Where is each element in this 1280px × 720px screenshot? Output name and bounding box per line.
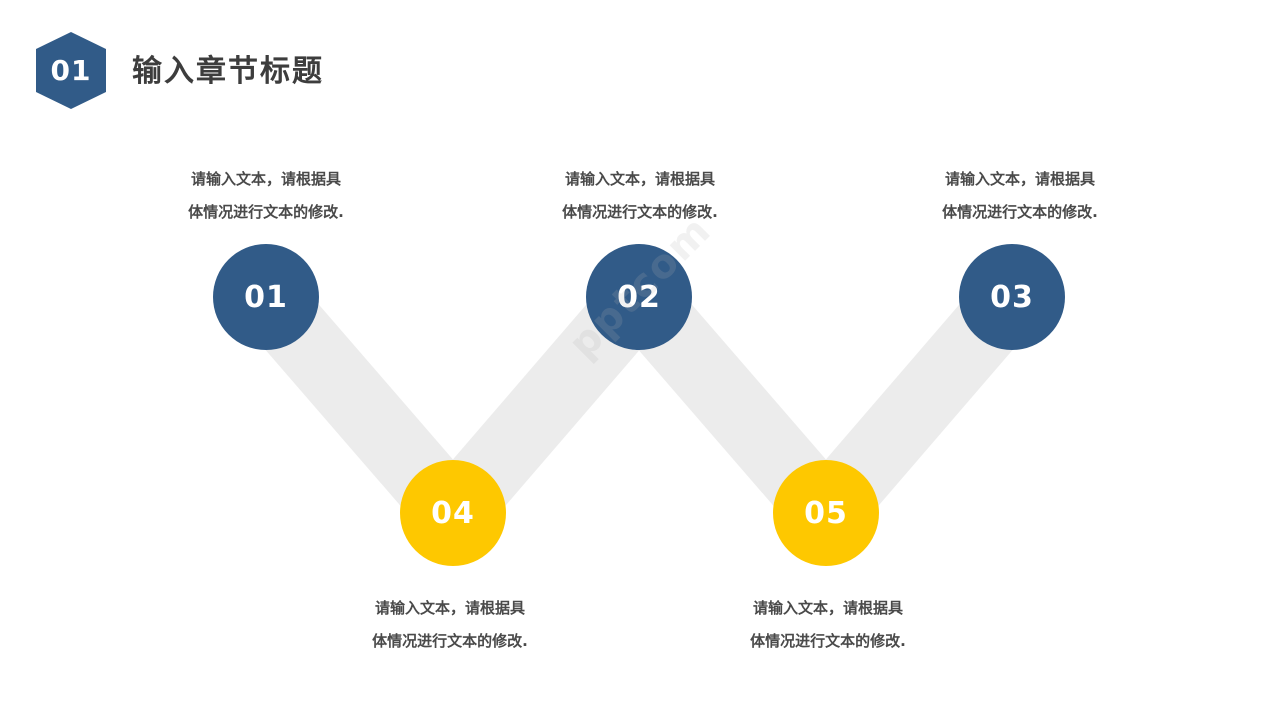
- step-description-05: 请输入文本，请根据具 体情况进行文本的修改.: [708, 592, 948, 658]
- step-circle-01: 01: [213, 244, 319, 350]
- step-description-02: 请输入文本，请根据具 体情况进行文本的修改.: [520, 163, 760, 229]
- step-description-04: 请输入文本，请根据具 体情况进行文本的修改.: [330, 592, 570, 658]
- description-line: 请输入文本，请根据具: [190, 170, 341, 188]
- step-number: 01: [244, 279, 288, 315]
- step-circle-03: 03: [959, 244, 1065, 350]
- section-title: 输入章节标题: [132, 54, 324, 89]
- description-line: 体情况进行文本的修改.: [372, 632, 528, 650]
- description-line: 体情况进行文本的修改.: [188, 203, 344, 221]
- step-number: 03: [990, 279, 1034, 315]
- step-circle-02: 02: [586, 244, 692, 350]
- description-line: 请输入文本，请根据具: [374, 599, 525, 617]
- section-badge: 01: [36, 32, 106, 109]
- description-line: 体情况进行文本的修改.: [750, 632, 906, 650]
- step-number: 04: [431, 495, 475, 531]
- description-line: 请输入文本，请根据具: [944, 170, 1095, 188]
- description-line: 请输入文本，请根据具: [564, 170, 715, 188]
- description-line: 体情况进行文本的修改.: [942, 203, 1098, 221]
- description-line: 请输入文本，请根据具: [752, 599, 903, 617]
- step-circle-04: 04: [400, 460, 506, 566]
- section-badge-number: 01: [50, 54, 92, 87]
- step-description-01: 请输入文本，请根据具 体情况进行文本的修改.: [146, 163, 386, 229]
- step-circle-05: 05: [773, 460, 879, 566]
- step-description-03: 请输入文本，请根据具 体情况进行文本的修改.: [900, 163, 1140, 229]
- description-line: 体情况进行文本的修改.: [562, 203, 718, 221]
- step-number: 02: [617, 279, 661, 315]
- step-number: 05: [804, 495, 848, 531]
- hexagon-shape: [36, 32, 106, 109]
